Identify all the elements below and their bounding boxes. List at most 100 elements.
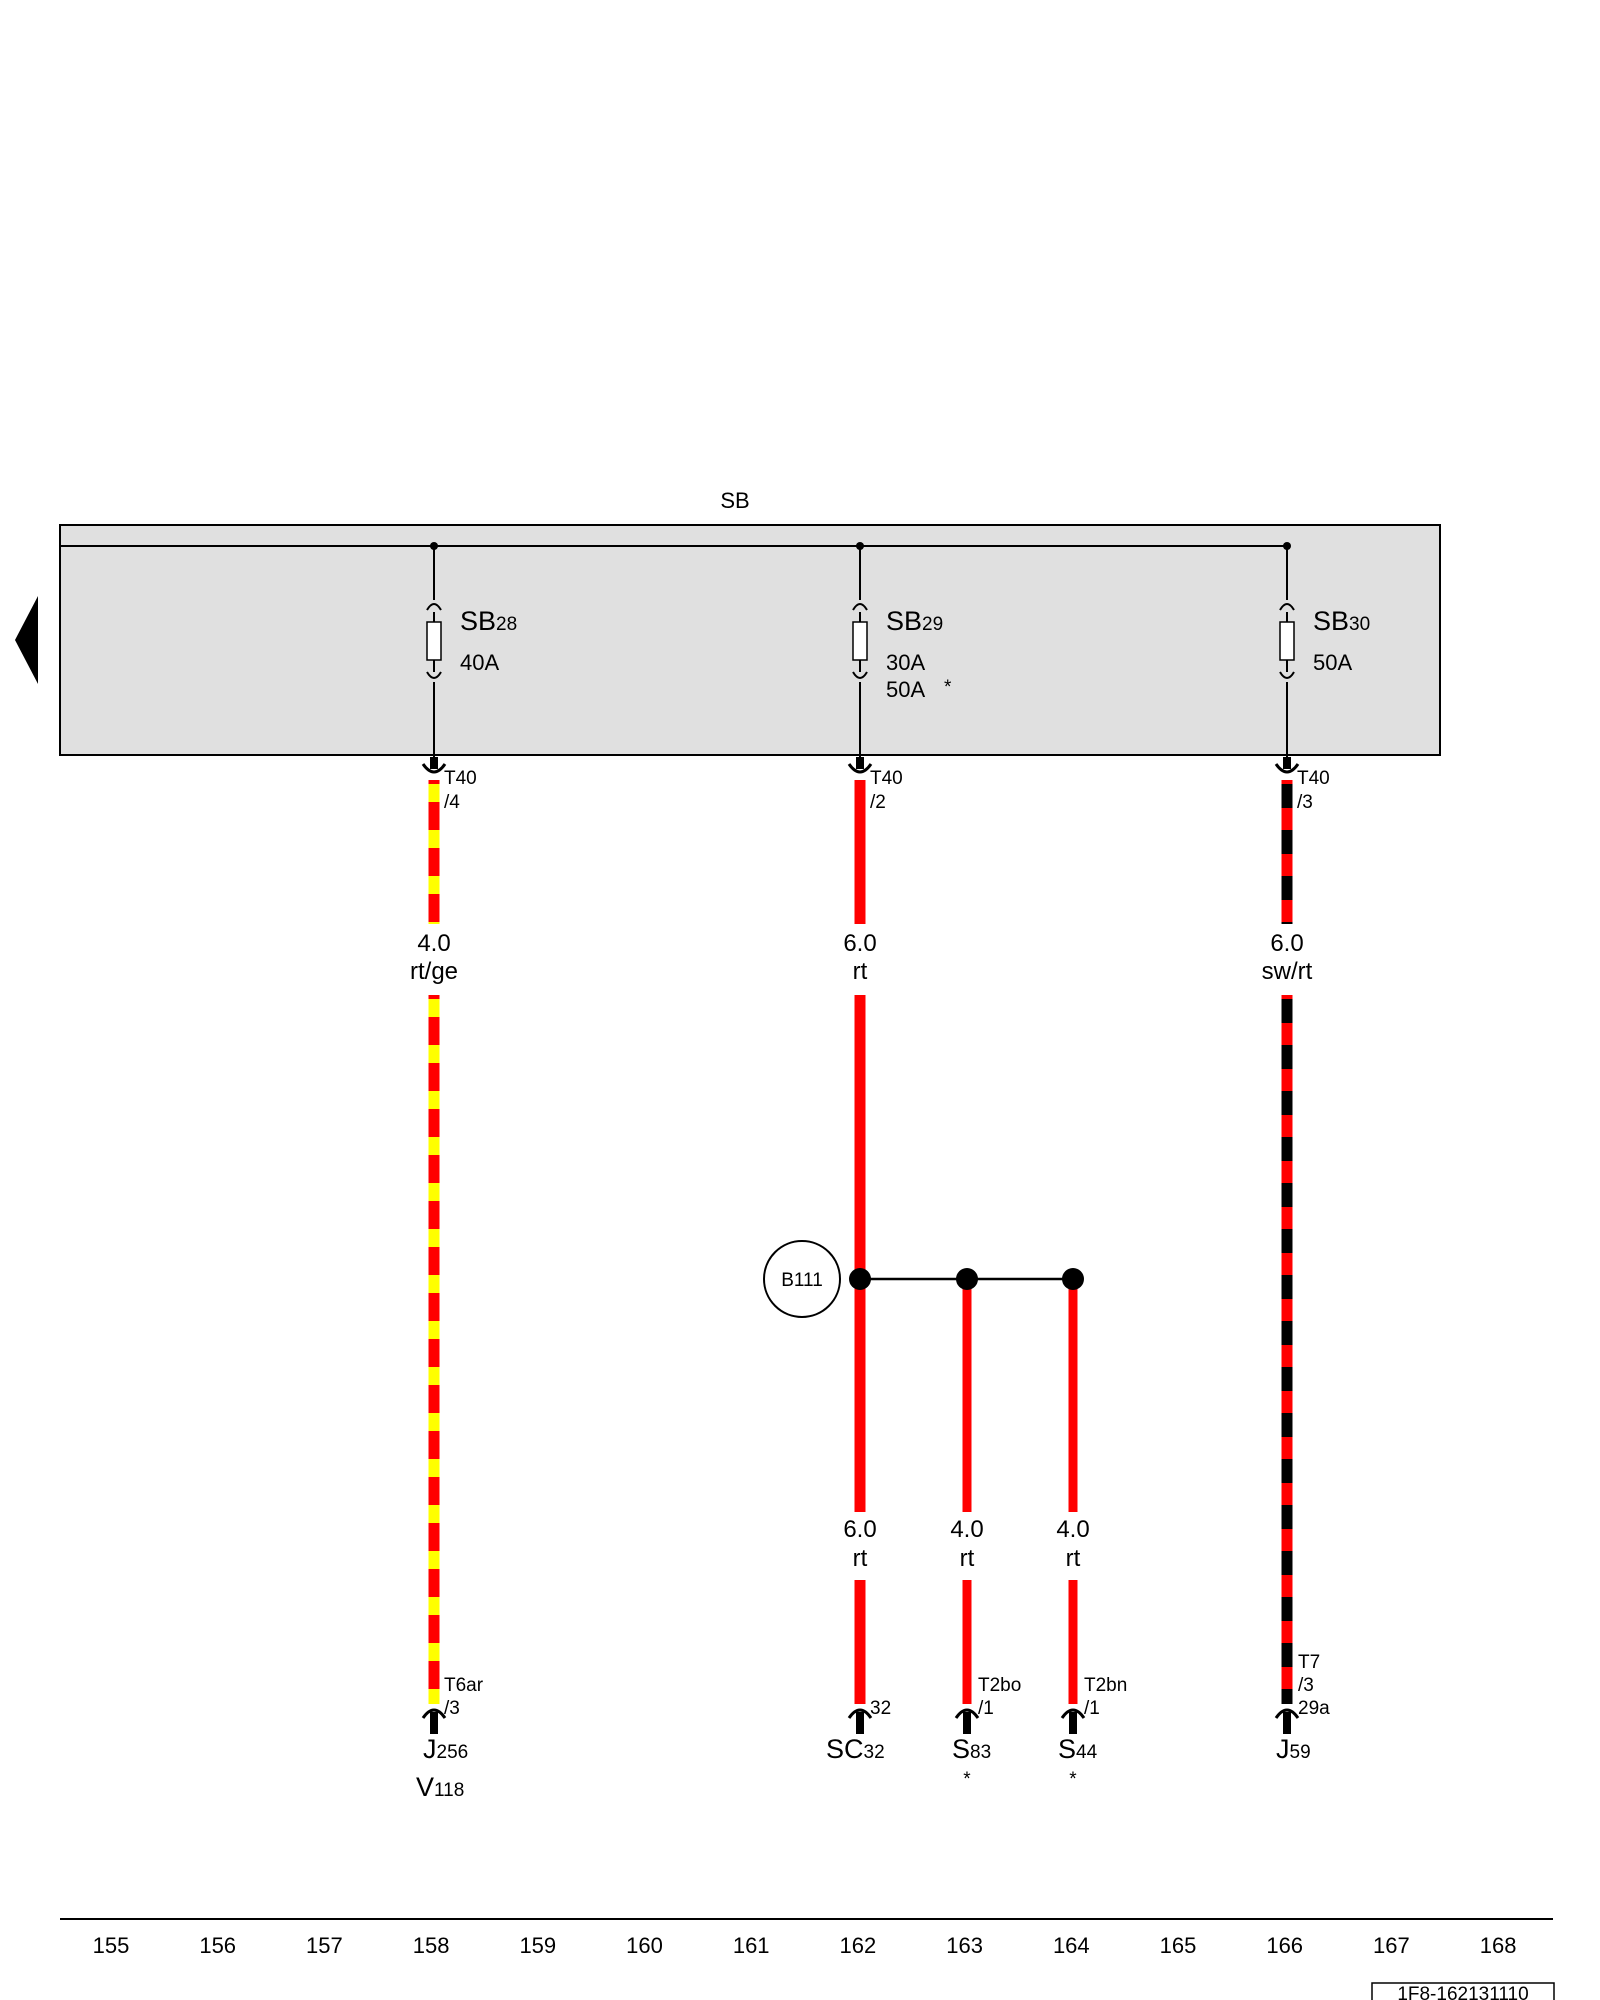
wire-3-upper-stripe-3 — [1281, 922, 1293, 924]
fuse-sb28: SB28 40A — [426, 542, 517, 757]
wire-3-lower-stripe-11 — [1281, 1505, 1293, 1529]
wire-label-4: 6.0 rt — [843, 1516, 876, 1572]
wire-1-lower-stripe-15 — [428, 1689, 440, 1704]
svg-text:4.0: 4.0 — [417, 930, 450, 957]
wire-label-3: 6.0 sw/rt — [1262, 930, 1313, 985]
wire-6-upper — [1068, 1279, 1078, 1512]
wire-1-upper — [428, 780, 440, 924]
connector-t7: T7 /3 29a — [1274, 1652, 1330, 1734]
fuse-sb28-body — [426, 621, 442, 661]
ruler-number-157: 157 — [306, 1933, 343, 1958]
svg-text:/2: /2 — [870, 792, 886, 813]
wire-1-lower-stripe-9 — [428, 1413, 440, 1431]
wire-label-6: 4.0 rt — [1056, 1516, 1089, 1572]
wire-6-lower — [1068, 1580, 1078, 1704]
splice-node-3 — [1062, 1268, 1084, 1290]
wire-1-lower-stripe-2 — [428, 1091, 440, 1109]
svg-text:T40: T40 — [870, 768, 903, 789]
ruler-number-155: 155 — [93, 1933, 130, 1958]
connector-t40-3: T40 /3 — [1274, 757, 1330, 813]
svg-text:J256: J256 — [423, 1734, 468, 1764]
svg-text:SC32: SC32 — [826, 1734, 885, 1764]
wire-3-lower-stripe-12 — [1281, 1551, 1293, 1575]
wire-1-lower-stripe-0 — [428, 999, 440, 1017]
svg-text:T2bn: T2bn — [1084, 1675, 1127, 1696]
ruler-number-166: 166 — [1266, 1933, 1303, 1958]
wire-1-lower-stripe-14 — [428, 1643, 440, 1661]
ruler-number-162: 162 — [840, 1933, 877, 1958]
component-s44-star: * — [1069, 1769, 1077, 1790]
component-s83-star: * — [963, 1769, 971, 1790]
svg-text:rt: rt — [853, 1545, 868, 1572]
ruler-number-165: 165 — [1160, 1933, 1197, 1958]
svg-text:29a: 29a — [1298, 1698, 1330, 1719]
svg-text:32: 32 — [870, 1698, 891, 1719]
wire-2-upper — [854, 780, 866, 924]
wire-label-1: 4.0 rt/ge — [410, 930, 458, 985]
wire-1-lower-stripe-7 — [428, 1321, 440, 1339]
ruler-number-158: 158 — [413, 1933, 450, 1958]
ruler-number-160: 160 — [626, 1933, 663, 1958]
splice-b111-label: B111 — [781, 1270, 823, 1291]
fuse-panel — [59, 524, 1441, 756]
svg-text:/3: /3 — [444, 1698, 460, 1719]
wire-1-lower-stripe-12 — [428, 1551, 440, 1569]
ruler-number-167: 167 — [1373, 1933, 1410, 1958]
wire-1-lower-stripe-10 — [428, 1459, 440, 1477]
wire-3-lower-stripe-13 — [1281, 1597, 1293, 1621]
ruler-number-168: 168 — [1480, 1933, 1517, 1958]
svg-text:/4: /4 — [444, 792, 460, 813]
component-s44[interactable]: S44 * — [1058, 1734, 1098, 1790]
svg-text:rt: rt — [853, 958, 868, 985]
wire-3-lower — [1281, 995, 1293, 1704]
svg-text:S83: S83 — [952, 1734, 991, 1764]
svg-text:T6ar: T6ar — [444, 1675, 484, 1696]
component-j256[interactable]: J256 V118 — [416, 1734, 468, 1802]
component-j59[interactable]: J59 — [1276, 1734, 1311, 1764]
doc-id: 1F8-162131110 — [1397, 1984, 1528, 2000]
svg-text:6.0: 6.0 — [1270, 930, 1303, 957]
connector-t2bo: T2bo /1 — [954, 1675, 1021, 1734]
wire-5-lower — [962, 1580, 972, 1704]
svg-text:V118: V118 — [416, 1772, 464, 1802]
wire-3-lower-stripe-7 — [1281, 1321, 1293, 1345]
fuse-sb29-body — [852, 621, 868, 661]
fuse-sb29-note-star: * — [944, 677, 952, 698]
wire-5-upper — [962, 1279, 972, 1512]
svg-text:4.0: 4.0 — [1056, 1516, 1089, 1543]
panel-label: SB — [720, 488, 749, 513]
svg-text:J59: J59 — [1276, 1734, 1311, 1764]
fuse-sb30: SB30 50A — [1279, 542, 1370, 757]
fuse-sb30-rating: 50A — [1313, 650, 1352, 675]
wire-label-5: 4.0 rt — [950, 1516, 983, 1572]
wire-1-lower-stripe-8 — [428, 1367, 440, 1385]
svg-text:4.0: 4.0 — [950, 1516, 983, 1543]
wire-3-lower-stripe-3 — [1281, 1137, 1293, 1161]
component-sc32[interactable]: SC32 — [826, 1734, 885, 1764]
wire-3-upper-stripe-0 — [1281, 784, 1293, 808]
svg-text:/3: /3 — [1298, 1675, 1314, 1696]
fuse-sb29-rating-1: 30A — [886, 650, 925, 675]
svg-text:T40: T40 — [1297, 768, 1330, 789]
svg-text:T2bo: T2bo — [978, 1675, 1021, 1696]
fuse-sb28-rating: 40A — [460, 650, 499, 675]
previous-page-arrow-icon[interactable] — [15, 596, 38, 684]
connector-t40-2: T40 /2 — [847, 757, 903, 813]
fuse-sb28-name: SB28 — [460, 606, 517, 636]
svg-text:T7: T7 — [1298, 1652, 1320, 1673]
splice-b111-marker — [763, 1240, 841, 1318]
wire-3-lower-stripe-9 — [1281, 1413, 1293, 1437]
svg-text:/3: /3 — [1297, 792, 1313, 813]
component-s83[interactable]: S83 * — [952, 1734, 991, 1790]
connector-sc32: 32 — [847, 1698, 891, 1734]
svg-text:sw/rt: sw/rt — [1262, 958, 1313, 985]
fuse-sb29: SB29 30A 50A * — [852, 542, 952, 757]
svg-text:6.0: 6.0 — [843, 1516, 876, 1543]
ruler-number-164: 164 — [1053, 1933, 1090, 1958]
fuse-sb29-name: SB29 — [886, 606, 943, 636]
svg-text:rt: rt — [1066, 1545, 1081, 1572]
svg-text:T40: T40 — [444, 768, 477, 789]
wire-3-lower-stripe-14 — [1281, 1643, 1293, 1667]
wire-1-lower-stripe-4 — [428, 1183, 440, 1201]
